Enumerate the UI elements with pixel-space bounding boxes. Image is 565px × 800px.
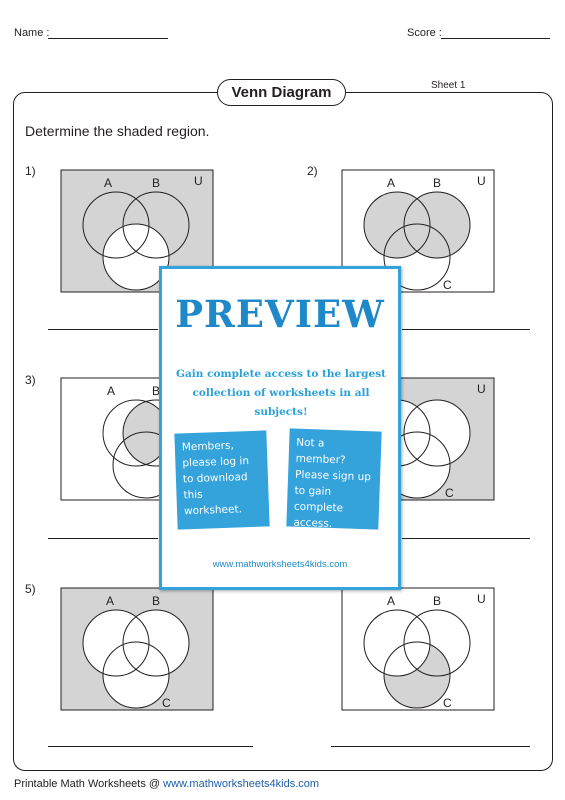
venn-2-circle-b bbox=[403, 191, 471, 259]
venn-6-label-a: A bbox=[387, 594, 395, 608]
name-field[interactable] bbox=[48, 38, 168, 39]
venn-3-label-a: A bbox=[107, 384, 115, 398]
worksheet-title: Venn Diagram bbox=[217, 79, 346, 106]
problem-number-1: 1) bbox=[25, 164, 36, 178]
venn-2-label-u: U bbox=[477, 174, 486, 188]
venn-2-label-a: A bbox=[387, 176, 395, 190]
problem-number-2: 2) bbox=[307, 164, 318, 178]
answer-line-3[interactable] bbox=[48, 538, 158, 539]
venn-6-circle-b bbox=[403, 609, 471, 677]
score-label: Score : bbox=[407, 27, 442, 39]
venn-1-label-b: B bbox=[152, 176, 160, 190]
name-label: Name : bbox=[14, 27, 50, 39]
answer-line-1[interactable] bbox=[48, 329, 158, 330]
footer-prefix: Printable Math Worksheets @ bbox=[14, 778, 161, 790]
venn-6-label-b: B bbox=[433, 594, 441, 608]
venn-3-label-b: B bbox=[152, 384, 160, 398]
venn-2-label-c: C bbox=[443, 278, 452, 292]
venn-6-label-c: C bbox=[443, 696, 452, 710]
footer: Printable Math Worksheets @ www.mathwork… bbox=[14, 778, 319, 790]
problem-number-5: 5) bbox=[25, 582, 36, 596]
venn-5-universe bbox=[61, 588, 213, 710]
preview-subtitle: Gain complete access to the largest coll… bbox=[176, 368, 386, 418]
answer-line-6[interactable] bbox=[331, 746, 530, 747]
venn-1-circle-b bbox=[122, 191, 190, 259]
preview-card: PREVIEW Gain complete access to the larg… bbox=[159, 266, 401, 590]
signup-box[interactable]: Not a member? Please sign up to gain com… bbox=[286, 428, 382, 530]
venn-4-circle-b bbox=[403, 399, 471, 467]
venn-2-circle-c bbox=[383, 223, 451, 291]
venn-5-label-b: B bbox=[152, 594, 160, 608]
venn-4-label-u: U bbox=[477, 382, 486, 396]
score-field[interactable] bbox=[441, 38, 550, 39]
instruction-text: Determine the shaded region. bbox=[25, 123, 210, 139]
answer-line-2[interactable] bbox=[402, 329, 530, 330]
venn-1-label-a: A bbox=[104, 176, 112, 190]
venn-5-label-c: C bbox=[162, 696, 171, 710]
members-login-box[interactable]: Members, please log in to download this … bbox=[174, 430, 270, 530]
preview-url-link[interactable]: www.mathworksheets4kids.com bbox=[212, 559, 348, 570]
venn-5-circle-c bbox=[102, 641, 170, 709]
venn-5-circle-a bbox=[82, 609, 150, 677]
venn-6-circle-c bbox=[383, 641, 451, 709]
venn-6-label-u: U bbox=[477, 592, 486, 606]
venn-diagram-5: A B C bbox=[60, 587, 214, 711]
venn-5-label-a: A bbox=[106, 594, 114, 608]
sheet-label: Sheet 1 bbox=[431, 80, 466, 91]
footer-link[interactable]: www.mathworksheets4kids.com bbox=[163, 778, 320, 790]
venn-4-label-c: C bbox=[445, 486, 454, 500]
preview-title: PREVIEW bbox=[175, 292, 385, 336]
venn-5-circle-b bbox=[122, 609, 190, 677]
answer-line-5[interactable] bbox=[48, 746, 253, 747]
venn-2-label-b: B bbox=[433, 176, 441, 190]
problem-number-3: 3) bbox=[25, 373, 36, 387]
venn-1-circle-c bbox=[102, 223, 170, 291]
venn-1-circle-a bbox=[82, 191, 150, 259]
venn-1-label-u: U bbox=[194, 174, 203, 188]
venn-2-circle-a bbox=[363, 191, 431, 259]
venn-diagram-6: A B C U bbox=[341, 587, 495, 711]
answer-line-4[interactable] bbox=[402, 538, 530, 539]
venn-6-circle-a bbox=[363, 609, 431, 677]
